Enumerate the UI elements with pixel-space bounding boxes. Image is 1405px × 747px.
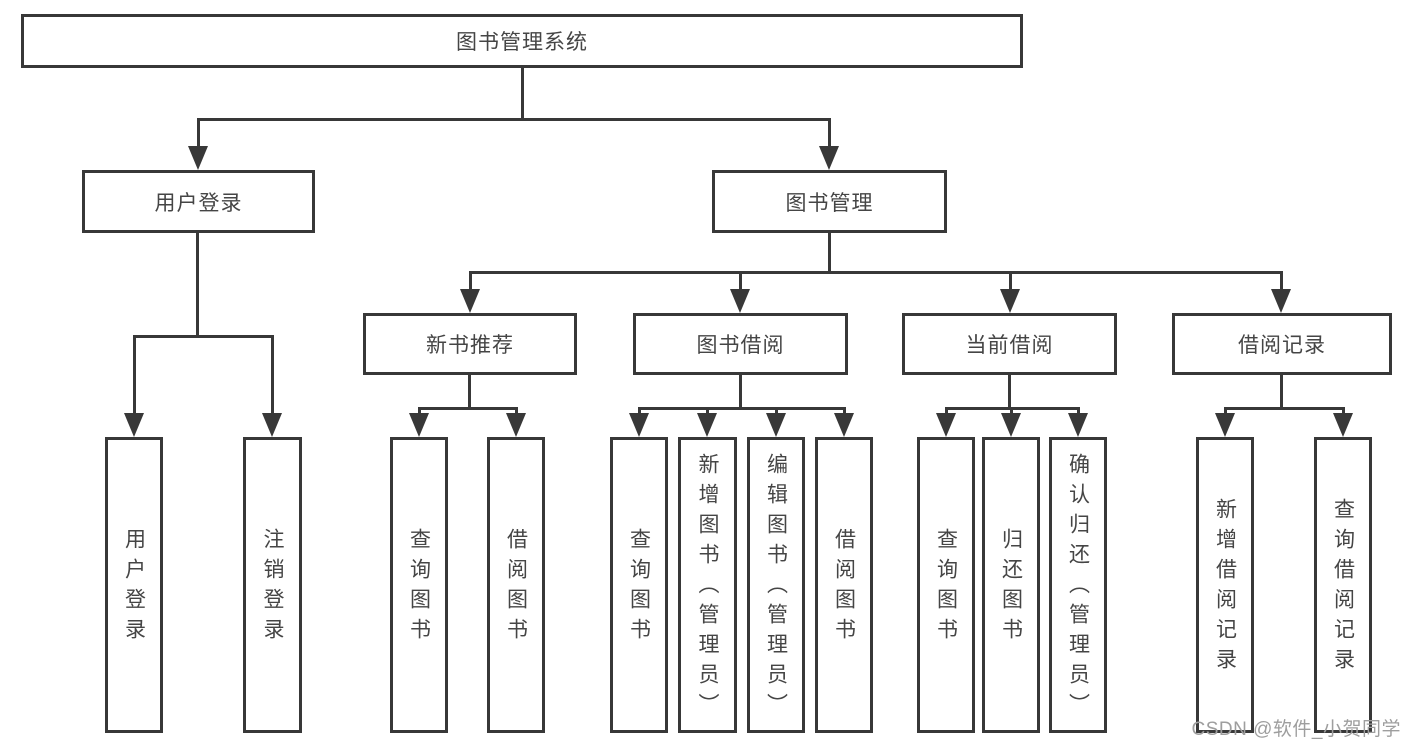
connector-drop — [638, 410, 641, 415]
arrowhead-br-query-record — [1333, 413, 1353, 437]
arrowhead-borrowing-records — [1271, 289, 1291, 313]
connector-drop-current-borrowing — [1009, 274, 1012, 290]
arrowhead-br-add-record — [1215, 413, 1235, 437]
connector-root-stem — [521, 68, 524, 121]
arrowhead-cb-query-book — [936, 413, 956, 437]
arrowhead-cb-return-book — [1001, 413, 1021, 437]
arrowhead-rec-query-book — [409, 413, 429, 437]
leaf-cb-query-book-label: 查询图书 — [934, 528, 958, 648]
node-book-borrowing: 图书借阅 — [633, 313, 848, 375]
leaf-br-query-record-label: 查询借阅记录 — [1331, 498, 1355, 678]
arrowhead-bb-add-book — [697, 413, 717, 437]
leaf-logout-label: 注销登录 — [261, 528, 284, 648]
csdn-watermark: CSDN @软件_小贺同学 — [1191, 719, 1401, 740]
leaf-bb-edit-book-admin: 编辑图书（管理员） — [747, 437, 805, 733]
leaf-bb-query-book: 查询图书 — [610, 437, 668, 733]
connector-drop-user-login — [197, 121, 200, 148]
connector-book-borrowing-stem — [739, 375, 742, 410]
leaf-cb-confirm-return-admin: 确认归还（管理员） — [1049, 437, 1107, 733]
node-user-login: 用户登录 — [82, 170, 315, 233]
connector-drop — [1010, 410, 1013, 415]
connector-drop-book-borrowing — [739, 274, 742, 290]
leaf-bb-borrow-book: 借阅图书 — [815, 437, 873, 733]
connector-current-borrowing-stem — [1008, 375, 1011, 410]
leaf-cb-confirm-return-admin-label: 确认归还（管理员） — [1066, 453, 1090, 723]
arrowhead-leaf-login — [124, 413, 144, 437]
connector-new-book-stem — [468, 375, 471, 410]
leaf-bb-add-book-admin: 新增图书（管理员） — [678, 437, 737, 733]
leaf-bb-query-book-label: 查询图书 — [627, 528, 651, 648]
connector-drop-new-book — [469, 274, 472, 290]
leaf-user-login-label: 用户登录 — [122, 528, 146, 648]
leaf-cb-return-book-label: 归还图书 — [999, 528, 1023, 648]
connector-drop — [706, 410, 709, 415]
arrowhead-user-login — [188, 146, 208, 170]
leaf-cb-query-book: 查询图书 — [917, 437, 975, 733]
arrowhead-rec-borrow-book — [506, 413, 526, 437]
leaf-cb-return-book: 归还图书 — [982, 437, 1040, 733]
arrowhead-book-borrowing — [730, 289, 750, 313]
connector-borrowing-records-stem — [1280, 375, 1283, 410]
node-new-book-recommendation-label: 新书推荐 — [426, 334, 514, 357]
connector-user-login-stem — [196, 233, 199, 338]
arrowhead-bb-query-book — [629, 413, 649, 437]
arrowhead-bb-edit-book — [766, 413, 786, 437]
connector-user-login-hline — [133, 335, 274, 338]
leaf-rec-borrow-book-label: 借阅图书 — [504, 528, 528, 648]
node-user-login-label: 用户登录 — [154, 191, 243, 215]
leaf-rec-query-book: 查询图书 — [390, 437, 448, 733]
node-new-book-recommendation: 新书推荐 — [363, 313, 577, 375]
connector-drop-leaf-logout — [271, 338, 274, 414]
leaf-bb-borrow-book-label: 借阅图书 — [832, 528, 856, 648]
node-book-management-label: 图书管理 — [785, 191, 874, 215]
connector-book-borrowing-hline — [638, 407, 846, 410]
node-borrowing-records-label: 借阅记录 — [1238, 334, 1326, 357]
connector-drop-leaf-login — [133, 338, 136, 414]
connector-drop-book-management — [828, 121, 831, 148]
connector-drop — [515, 410, 518, 415]
arrowhead-leaf-logout — [262, 413, 282, 437]
node-current-borrowing-label: 当前借阅 — [965, 334, 1054, 357]
connector-book-management-hline — [469, 271, 1283, 274]
connector-drop — [418, 410, 421, 415]
arrowhead-current-borrowing — [1000, 289, 1020, 313]
arrowhead-bb-borrow-book — [834, 413, 854, 437]
connector-drop — [1224, 410, 1227, 415]
leaf-br-query-record: 查询借阅记录 — [1314, 437, 1372, 733]
leaf-br-add-record-label: 新增借阅记录 — [1213, 498, 1237, 678]
connector-new-book-hline — [418, 407, 518, 410]
arrowhead-cb-confirm-return — [1068, 413, 1088, 437]
connector-drop — [843, 410, 846, 415]
node-root: 图书管理系统 — [21, 14, 1023, 68]
leaf-br-add-record: 新增借阅记录 — [1196, 437, 1254, 733]
leaf-rec-borrow-book: 借阅图书 — [487, 437, 545, 733]
connector-book-management-stem — [828, 233, 831, 274]
connector-drop — [945, 410, 948, 415]
node-book-borrowing-label: 图书借阅 — [696, 334, 785, 357]
connector-root-hline — [197, 118, 831, 121]
connector-drop — [775, 410, 778, 415]
node-borrowing-records: 借阅记录 — [1172, 313, 1392, 375]
connector-current-borrowing-hline — [945, 407, 1080, 410]
leaf-rec-query-book-label: 查询图书 — [407, 528, 431, 648]
leaf-bb-edit-book-admin-label: 编辑图书（管理员） — [764, 453, 788, 723]
connector-drop — [1342, 410, 1345, 415]
node-current-borrowing: 当前借阅 — [902, 313, 1117, 375]
node-book-management: 图书管理 — [712, 170, 947, 233]
leaf-user-login: 用户登录 — [105, 437, 163, 733]
leaf-logout: 注销登录 — [243, 437, 302, 733]
arrowhead-new-book — [460, 289, 480, 313]
leaf-bb-add-book-admin-label: 新增图书（管理员） — [696, 453, 719, 723]
arrowhead-book-management — [819, 146, 839, 170]
connector-drop-borrowing-records — [1280, 274, 1283, 290]
node-root-label: 图书管理系统 — [456, 31, 588, 54]
connector-borrowing-records-hline — [1224, 407, 1345, 410]
connector-drop — [1077, 410, 1080, 415]
